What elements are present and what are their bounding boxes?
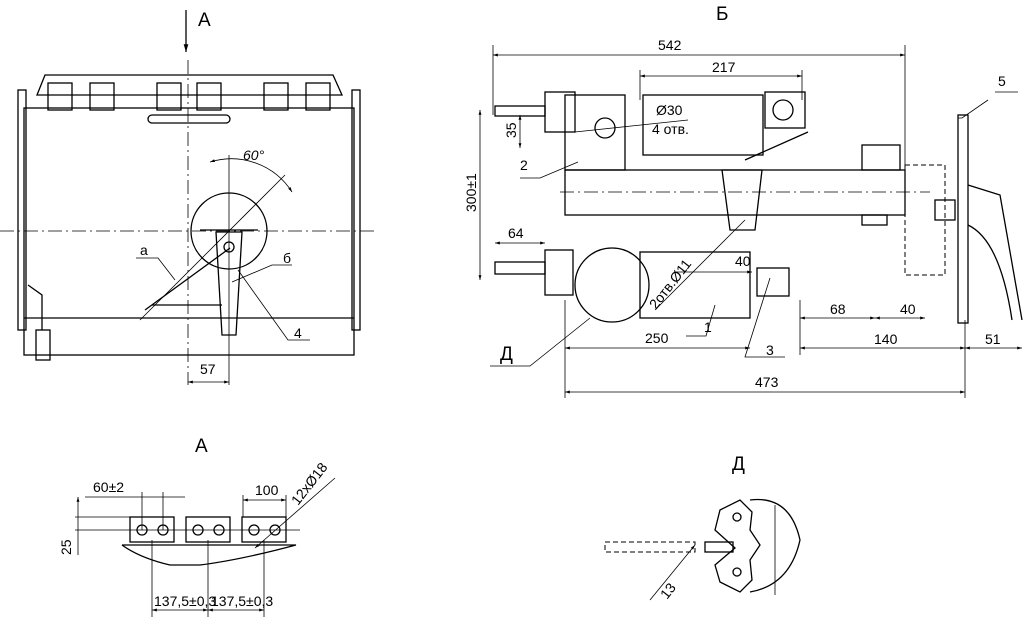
detail-d: Д 13 (604, 454, 801, 602)
dim-250: 250 (645, 330, 669, 346)
body (23, 107, 355, 356)
front-view: А 60° 57 а б 4 (0, 10, 375, 385)
callout-b: б (283, 250, 291, 266)
dim-140: 140 (874, 331, 898, 347)
dim-300: 300±1 (463, 173, 479, 212)
dim-13: 13 (657, 580, 679, 602)
side-view-title: Б (716, 4, 728, 25)
detail-callout: Д (500, 344, 513, 365)
holes-11: 2отв.Ø11 (646, 256, 695, 312)
callout-2: 2 (520, 157, 528, 173)
dim-137-right: 137,5±0,3 (211, 593, 273, 609)
dim-57: 57 (200, 361, 216, 377)
hole-diameter: Ø30 (656, 102, 683, 118)
dim-40-top: 40 (735, 253, 751, 269)
dim-51: 51 (985, 331, 1001, 347)
dim-35: 35 (503, 122, 519, 138)
callout-a: а (140, 242, 148, 258)
handle-disc (190, 192, 268, 270)
flange (957, 114, 969, 324)
detail-d-title: Д (732, 454, 745, 475)
callout-5: 5 (998, 73, 1006, 89)
dim-542: 542 (658, 37, 682, 53)
dim-68: 68 (830, 301, 846, 317)
dim-473: 473 (755, 374, 779, 390)
side-view: Б 542 217 Ø30 4 отв. 35 2 300±1 64 (463, 4, 1023, 398)
handle-lever[interactable] (215, 231, 243, 336)
callout-1: 1 (704, 319, 712, 335)
hole-count: 4 отв. (652, 121, 689, 137)
callout-3: 3 (766, 342, 774, 358)
slot (147, 114, 231, 124)
dim-100: 100 (255, 482, 279, 498)
terminal-blocks (47, 82, 331, 111)
dim-137-left: 137,5±0,3 (154, 593, 216, 609)
main-bar (564, 169, 906, 216)
detail-circle (574, 247, 650, 323)
lid (36, 74, 344, 96)
dim-40-right: 40 (900, 301, 916, 317)
dim-64: 64 (508, 225, 524, 241)
view-a: А 25 60±2 100 12хØ18 137,5±0,3 137,5±0,3 (58, 436, 336, 617)
dim-60: 60±2 (93, 479, 124, 495)
callout-4: 4 (294, 325, 302, 341)
dim-25: 25 (58, 539, 74, 555)
view-a-title: А (195, 436, 208, 457)
view-arrow-label: А (198, 10, 211, 31)
angle-label: 60° (243, 147, 265, 163)
dim-217: 217 (712, 59, 736, 75)
